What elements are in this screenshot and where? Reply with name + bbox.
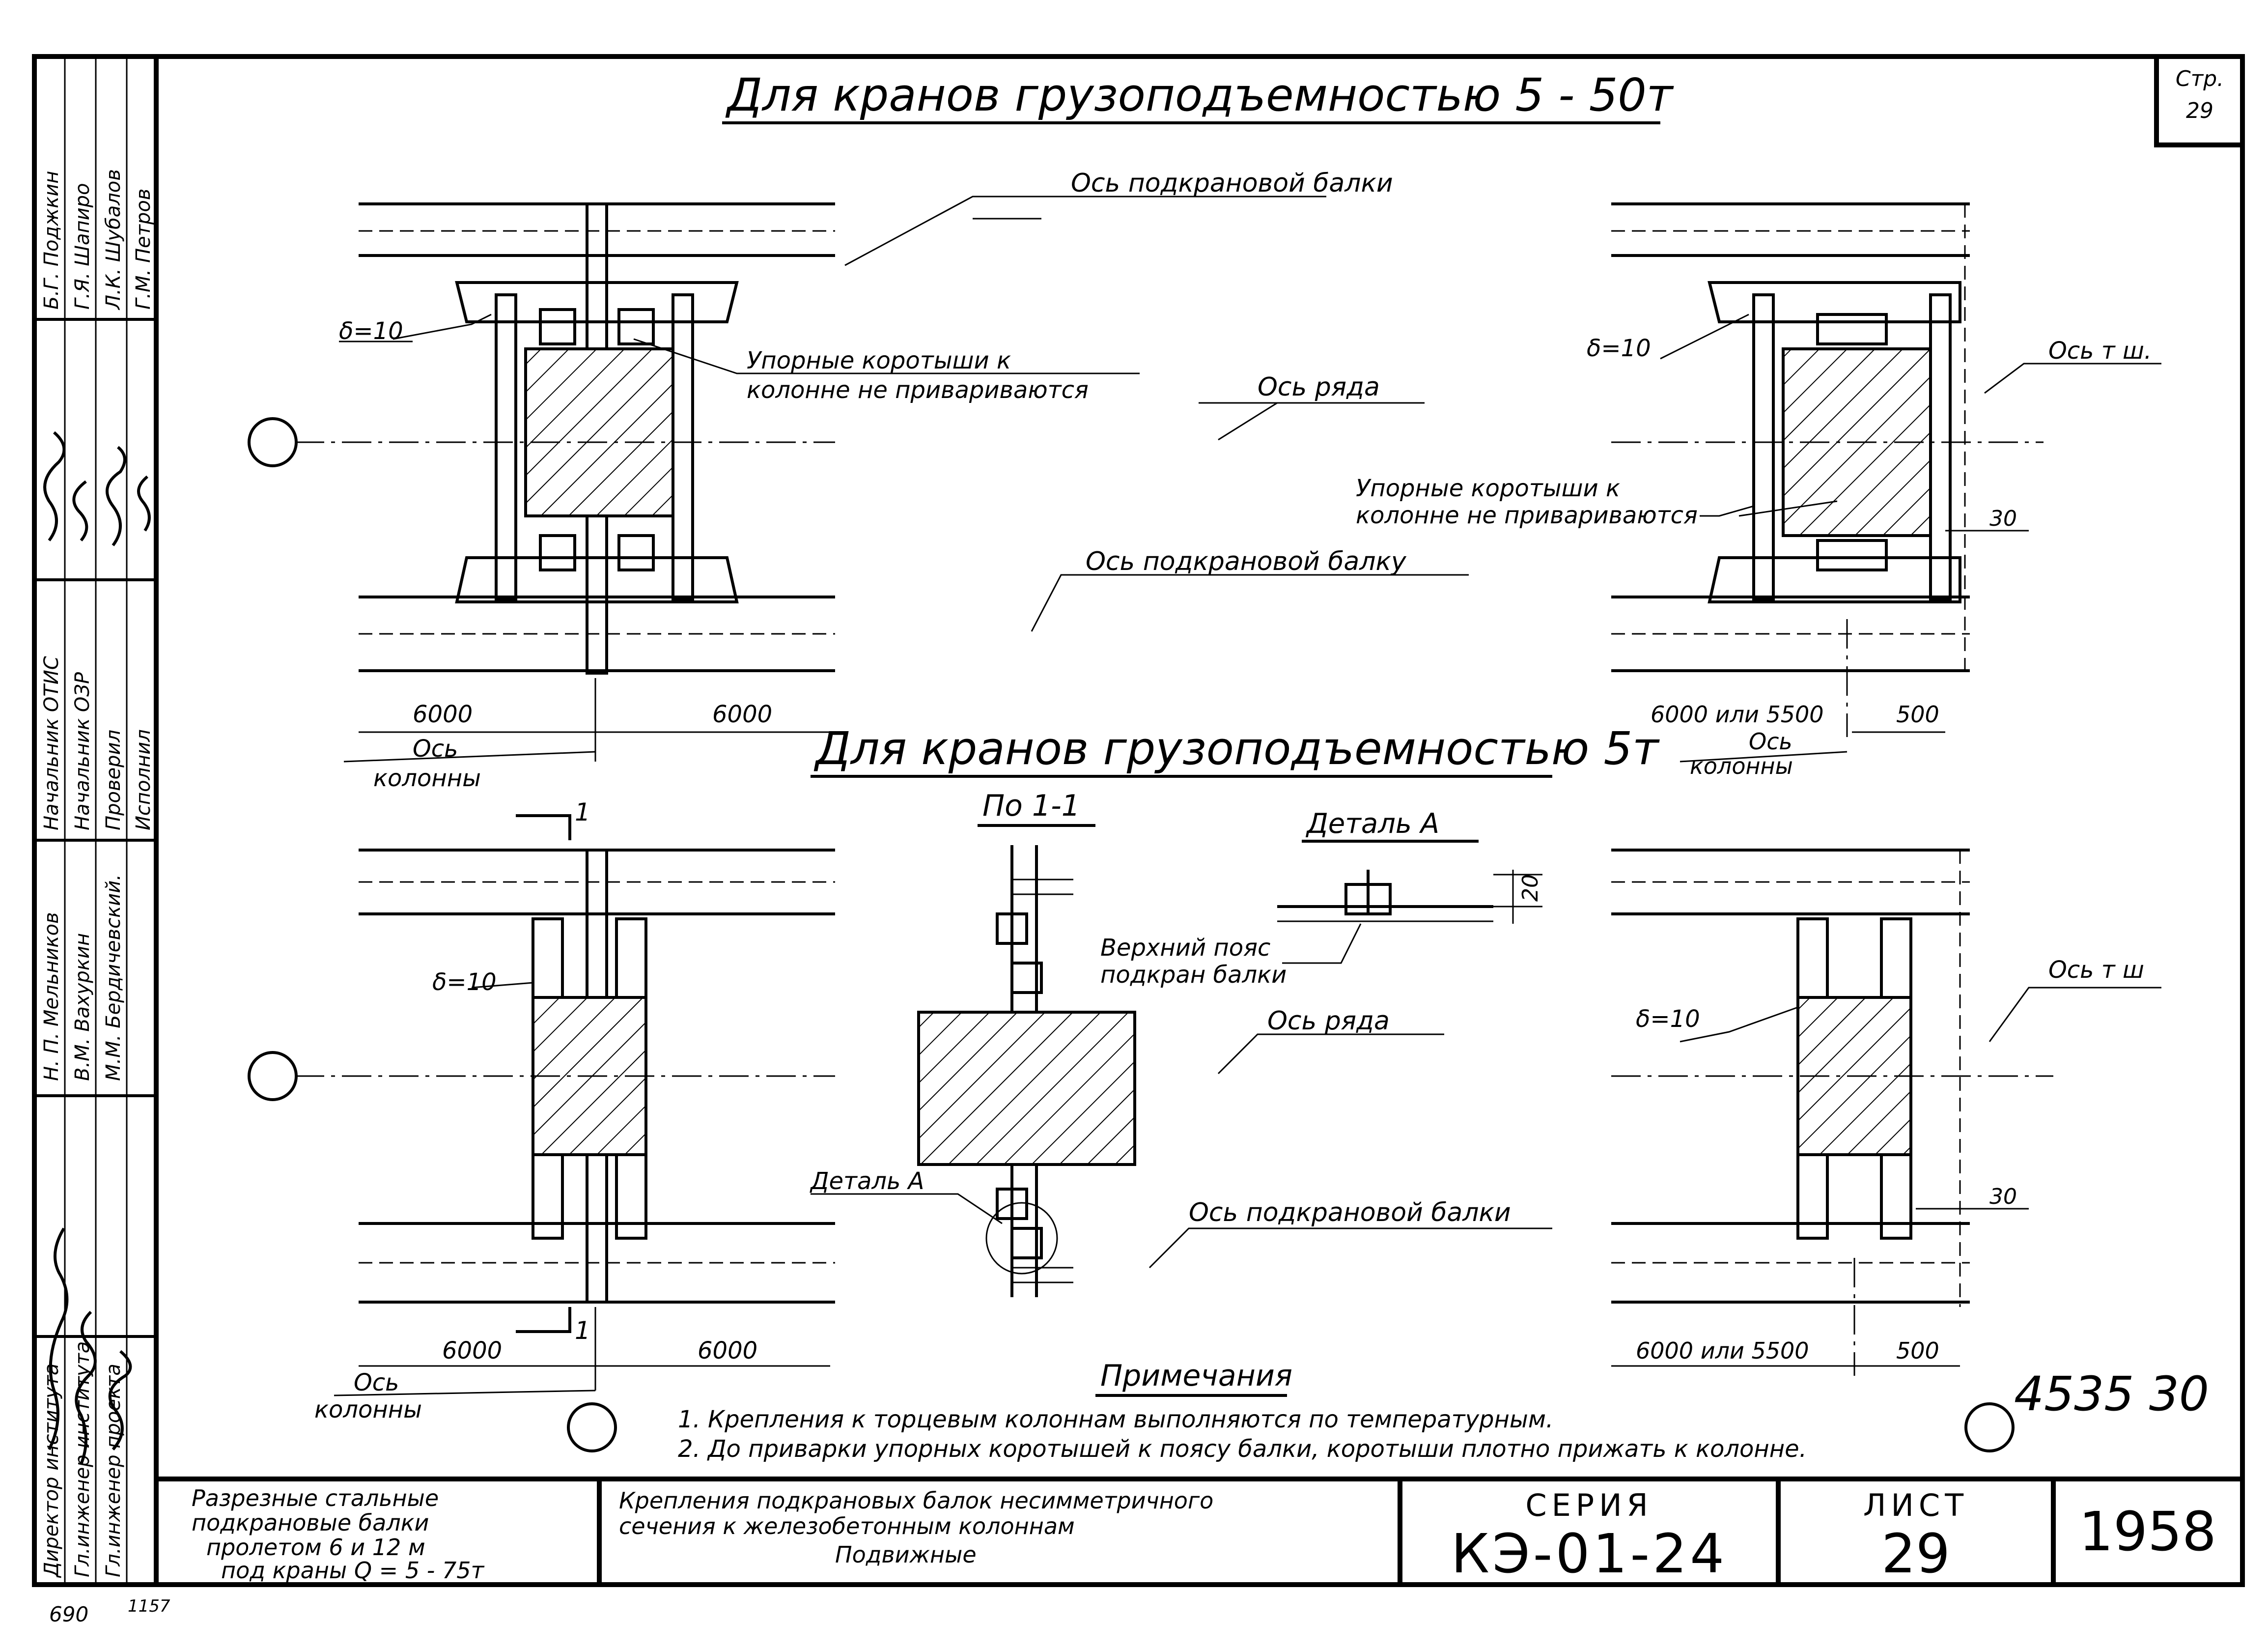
- top-left-axis-column-1: Ось: [413, 735, 458, 763]
- name-vakhurkin: В.М. Вахуркин: [71, 933, 94, 1081]
- bottom-left-axis-column-1: Ось: [354, 1369, 399, 1396]
- desc-line-2: сечения к железобетонным колоннам: [619, 1513, 1075, 1539]
- role-head-otis: Начальник ОТИС: [40, 656, 63, 830]
- notes-heading: Примечания: [1100, 1359, 1292, 1393]
- top-right-stops-line1: Упорные коротыши к: [1356, 475, 1620, 502]
- bottom-axis-crane-beam-leader: [1148, 1227, 1552, 1269]
- bottom-left-axis-column-2: колонны: [314, 1396, 422, 1423]
- top-right-detail: [1611, 202, 2161, 763]
- note-2: 2. До приварки упорных коротышей к поясу…: [678, 1435, 1807, 1463]
- signature-7: [137, 475, 151, 532]
- bottom-right-dim-30: 30: [1989, 1184, 2017, 1209]
- name-melnikov: Н. П. Мельников: [40, 912, 63, 1081]
- bottom-left-dim-a: 6000: [442, 1337, 502, 1364]
- signature-5: [72, 480, 88, 541]
- section-label: По 1-1: [982, 789, 1080, 823]
- page-corner-number: 29: [2186, 98, 2213, 123]
- bottom-left-code: 690: [49, 1602, 88, 1626]
- top-right-axis-ts: Ось т ш.: [2048, 337, 2152, 365]
- top-right-dim-a: 6000 или 5500: [1651, 701, 1824, 728]
- bottom-small-code: 1157: [128, 1596, 170, 1616]
- detail-a-dim-20: 20: [1518, 874, 1543, 902]
- name-podzhkin: Б.Г. Поджкин: [40, 171, 63, 310]
- top-left-axis-crane-beam-bottom: Ось подкрановой балку: [1086, 547, 1407, 576]
- section-1-1: [811, 845, 1136, 1297]
- desc-line-1: Крепления подкрановых балок несимметричн…: [619, 1487, 1213, 1514]
- desc-line-3: Подвижные: [835, 1541, 977, 1568]
- bottom-left-detail: [248, 814, 835, 1396]
- top-chord-line1: Верхний пояс: [1100, 934, 1270, 962]
- role-checked: Проверил: [102, 730, 125, 830]
- signature-6: [106, 446, 126, 546]
- top-axis-row: Ось ряда: [1258, 372, 1380, 402]
- top-chord-line2: подкран балки: [1100, 961, 1287, 989]
- name-berdichevsky: М.М. Бердичевский.: [102, 874, 125, 1081]
- top-right-axis-column-1: Ось: [1749, 728, 1792, 755]
- series-value: КЭ-01-24: [1451, 1522, 1727, 1585]
- top-left-delta: δ=10: [339, 317, 403, 345]
- top-left-axis-column-2: колонны: [373, 765, 481, 792]
- sheet-value: 29: [1881, 1522, 1950, 1585]
- name-petrov: Г.М. Петров: [132, 189, 155, 310]
- page-corner-label: Стр.: [2176, 66, 2224, 91]
- product-line-3: пролетом 6 и 12 м: [206, 1534, 425, 1561]
- bottom-left-delta: δ=10: [432, 968, 497, 996]
- top-left-stops-line2: колонне не привариваются: [747, 376, 1089, 404]
- sheet-label: ЛИСТ: [1863, 1487, 1968, 1523]
- top-left-stops-line1: Упорные коротыши к: [747, 347, 1011, 374]
- top-title: Для кранов грузоподъемностью 5 - 50т: [725, 69, 1674, 121]
- top-left-dim-a: 6000: [413, 701, 473, 728]
- bottom-axis-crane-beam: Ось подкрановой балки: [1189, 1198, 1511, 1227]
- top-left-dimensions: [343, 678, 830, 763]
- bottom-right-axis-circle: [1964, 1402, 2015, 1452]
- title-block: [156, 1477, 2242, 1585]
- top-right-axis-column-2: колонны: [1690, 753, 1793, 779]
- bottom-right-dim-b: 500: [1896, 1337, 1939, 1364]
- signature-1: [48, 1227, 69, 1450]
- product-line-2: подкрановые балки: [192, 1509, 429, 1536]
- role-chief-engineer-project: Гл.инженер проекта: [102, 1364, 125, 1577]
- series-label: СЕРИЯ: [1525, 1487, 1652, 1523]
- top-right-dim-30: 30: [1989, 506, 2017, 531]
- sheet-frame: [32, 54, 2245, 1587]
- top-right-delta: δ=10: [1587, 335, 1651, 362]
- top-left-dim-b: 6000: [712, 701, 772, 728]
- side-stamp: Директор института Гл.инженер института …: [34, 57, 156, 1585]
- signature-2: [75, 1310, 97, 1465]
- note-1: 1. Крепления к торцевым колоннам выполня…: [678, 1406, 1553, 1433]
- top-left-axis-crane-beam: Ось подкрановой балки: [1071, 169, 1393, 198]
- role-executed: Исполнил: [132, 729, 155, 830]
- top-right-stops-line2: колонне не привариваются: [1356, 502, 1698, 529]
- top-left-detail: [248, 196, 1469, 675]
- top-right-dim-b: 500: [1896, 701, 1939, 728]
- section-mark-top: 1: [575, 798, 590, 826]
- bottom-left-axis-circle: [567, 1402, 617, 1452]
- signature-4: [43, 431, 66, 541]
- detail-title: Деталь А: [1305, 808, 1439, 840]
- bottom-axis-row-leader: [1217, 1033, 1444, 1075]
- page-corner-box: Стр. 29: [2154, 54, 2245, 147]
- role-director: Директор института: [40, 1363, 63, 1578]
- bottom-right-dim-a: 6000 или 5500: [1636, 1337, 1809, 1364]
- bottom-right-axis-ts: Ось т ш: [2048, 956, 2144, 984]
- section-detail-ref: Деталь А: [810, 1167, 924, 1195]
- bottom-title: Для кранов грузоподъемностью 5т: [813, 722, 1660, 775]
- year: 1958: [2079, 1500, 2216, 1563]
- bottom-right-detail: [1611, 849, 2161, 1376]
- product-line-4: под краны Q = 5 - 75т: [221, 1557, 484, 1584]
- bottom-right-delta: δ=10: [1636, 1005, 1700, 1033]
- section-mark-bottom: 1: [575, 1316, 590, 1345]
- detail-a: [1277, 870, 1542, 964]
- product-line-1: Разрезные стальные: [192, 1485, 439, 1511]
- inventory-number: 4535 30: [2014, 1366, 2209, 1421]
- name-shubalov: Л.К. Шубалов: [102, 169, 125, 311]
- bottom-axis-row: Ось ряда: [1267, 1006, 1390, 1036]
- name-shapiro: Г.Я. Шапиро: [71, 183, 94, 310]
- role-head-ozr: Начальник ОЗР: [71, 672, 94, 830]
- signature-3: [108, 1350, 132, 1450]
- bottom-left-dim-b: 6000: [698, 1337, 757, 1364]
